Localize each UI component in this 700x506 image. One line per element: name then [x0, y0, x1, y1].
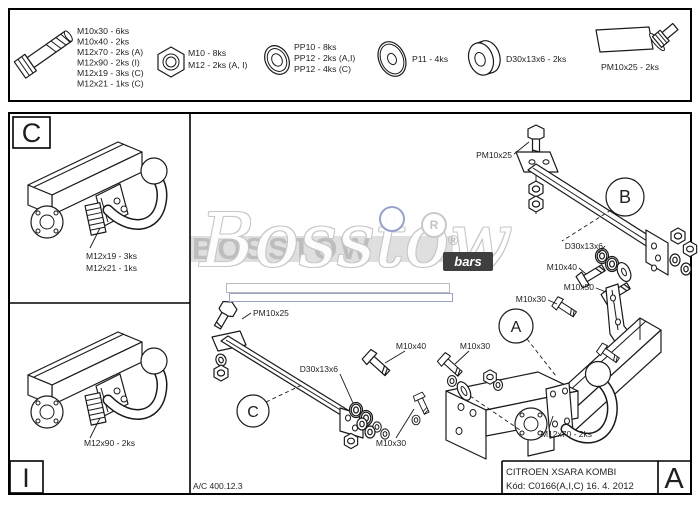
- panel-c-label: M12x21 - 1ks: [86, 263, 137, 273]
- panel-i-letter: I: [22, 463, 30, 493]
- hardware-legend: M10x30 - 6ks M10x40 - 2ks M12x70 - 2ks (…: [13, 22, 679, 89]
- bolt-label: M12x70 - 2ks (A): [77, 47, 143, 57]
- side-strap-c: [209, 297, 390, 450]
- part-label-m10x30-left: M10x30: [516, 294, 547, 304]
- exploded-view: B A C PM10x25: [209, 124, 698, 460]
- bolt-label: M10x30 - 6ks: [77, 26, 130, 36]
- leader-lines: [241, 141, 607, 439]
- callout-a-letter: A: [511, 319, 522, 336]
- panel-c-letter: C: [22, 118, 42, 148]
- p11-washer-icon: [377, 41, 407, 77]
- part-label-m10x30-bottom: M10x30: [376, 438, 407, 448]
- nut-label: M10 - 8ks: [188, 48, 227, 58]
- nut-icon: [157, 46, 185, 78]
- callout-a: A: [498, 308, 557, 377]
- part-label-d30-right: D30x13x6: [565, 241, 604, 251]
- title-block: A/C 400.12.3 CITROEN XSARA KOMBI Kód: C0…: [193, 463, 684, 495]
- p11-washer-label: P11 - 4ks: [412, 54, 449, 64]
- part-label-m12x70: M12x70 - 2ks: [541, 429, 592, 439]
- towbar-detail-c: [28, 142, 167, 248]
- frame-borders: [8, 8, 692, 495]
- bolt-label: M12x21 - 1ks (C): [77, 79, 144, 89]
- towball-assembly: [514, 360, 618, 444]
- d30-spacer-icon: [467, 40, 501, 76]
- sheet-letter: A: [664, 463, 684, 495]
- callout-b-letter: B: [619, 187, 631, 207]
- pp-washer-label: PP10 - 8ks: [294, 42, 337, 52]
- part-label-m10x50-right: M10x50: [564, 282, 595, 292]
- pp-washer-label: PP12 - 4ks (C): [294, 64, 351, 74]
- part-labels: PM10x25 D30x13x6 M10x40 M10x50 M10x30 PM…: [253, 150, 603, 448]
- panel-i-label: M12x90 - 2ks: [84, 438, 135, 448]
- bolt-label: M10x40 - 2ks: [77, 37, 130, 47]
- part-label-pm-left: PM10x25: [253, 308, 289, 318]
- part-label-m10x40-right: M10x40: [547, 262, 578, 272]
- doc-number: A/C 400.12.3: [193, 481, 243, 491]
- part-label-pm-top: PM10x25: [476, 150, 512, 160]
- part-label-d30-left: D30x13x6: [300, 364, 339, 374]
- part-label-m10x30-center: M10x30: [460, 341, 491, 351]
- towbar-detail-i: [28, 332, 167, 438]
- vehicle-name: CITROEN XSARA KOMBI: [506, 467, 616, 478]
- panel-i: M12x90 - 2ks I: [22, 332, 167, 493]
- pp-washer-label: PP12 - 2ks (A,I): [294, 53, 355, 63]
- bolt-label: M12x90 - 2ks (I): [77, 58, 140, 68]
- panel-c-label: M12x19 - 3ks: [86, 251, 137, 261]
- callout-c: C: [236, 383, 305, 428]
- nut-label: M12 - 2ks (A, I): [188, 60, 247, 70]
- pp-washer-icon: [264, 45, 290, 75]
- part-label-m10x40-center: M10x40: [396, 341, 427, 351]
- code-line: Kód: C0166(A,I,C) 16. 4. 2012: [506, 481, 634, 492]
- pm-plate-bolt-label: PM10x25 - 2ks: [601, 62, 660, 72]
- callout-b: B: [561, 177, 645, 242]
- panel-c: C M12x19 - 3ks M12x21 - 1ks: [22, 118, 167, 273]
- hex-bolt-icon: [13, 30, 73, 79]
- fastener-cluster-center: [356, 348, 521, 439]
- d30-spacer-label: D30x13x6 - 2ks: [506, 54, 567, 64]
- side-strap-b: [515, 124, 669, 276]
- callout-c-letter: C: [247, 404, 259, 421]
- bolt-label: M12x19 - 3ks (C): [77, 68, 144, 78]
- pm-plate-bolt-icon: [595, 22, 679, 53]
